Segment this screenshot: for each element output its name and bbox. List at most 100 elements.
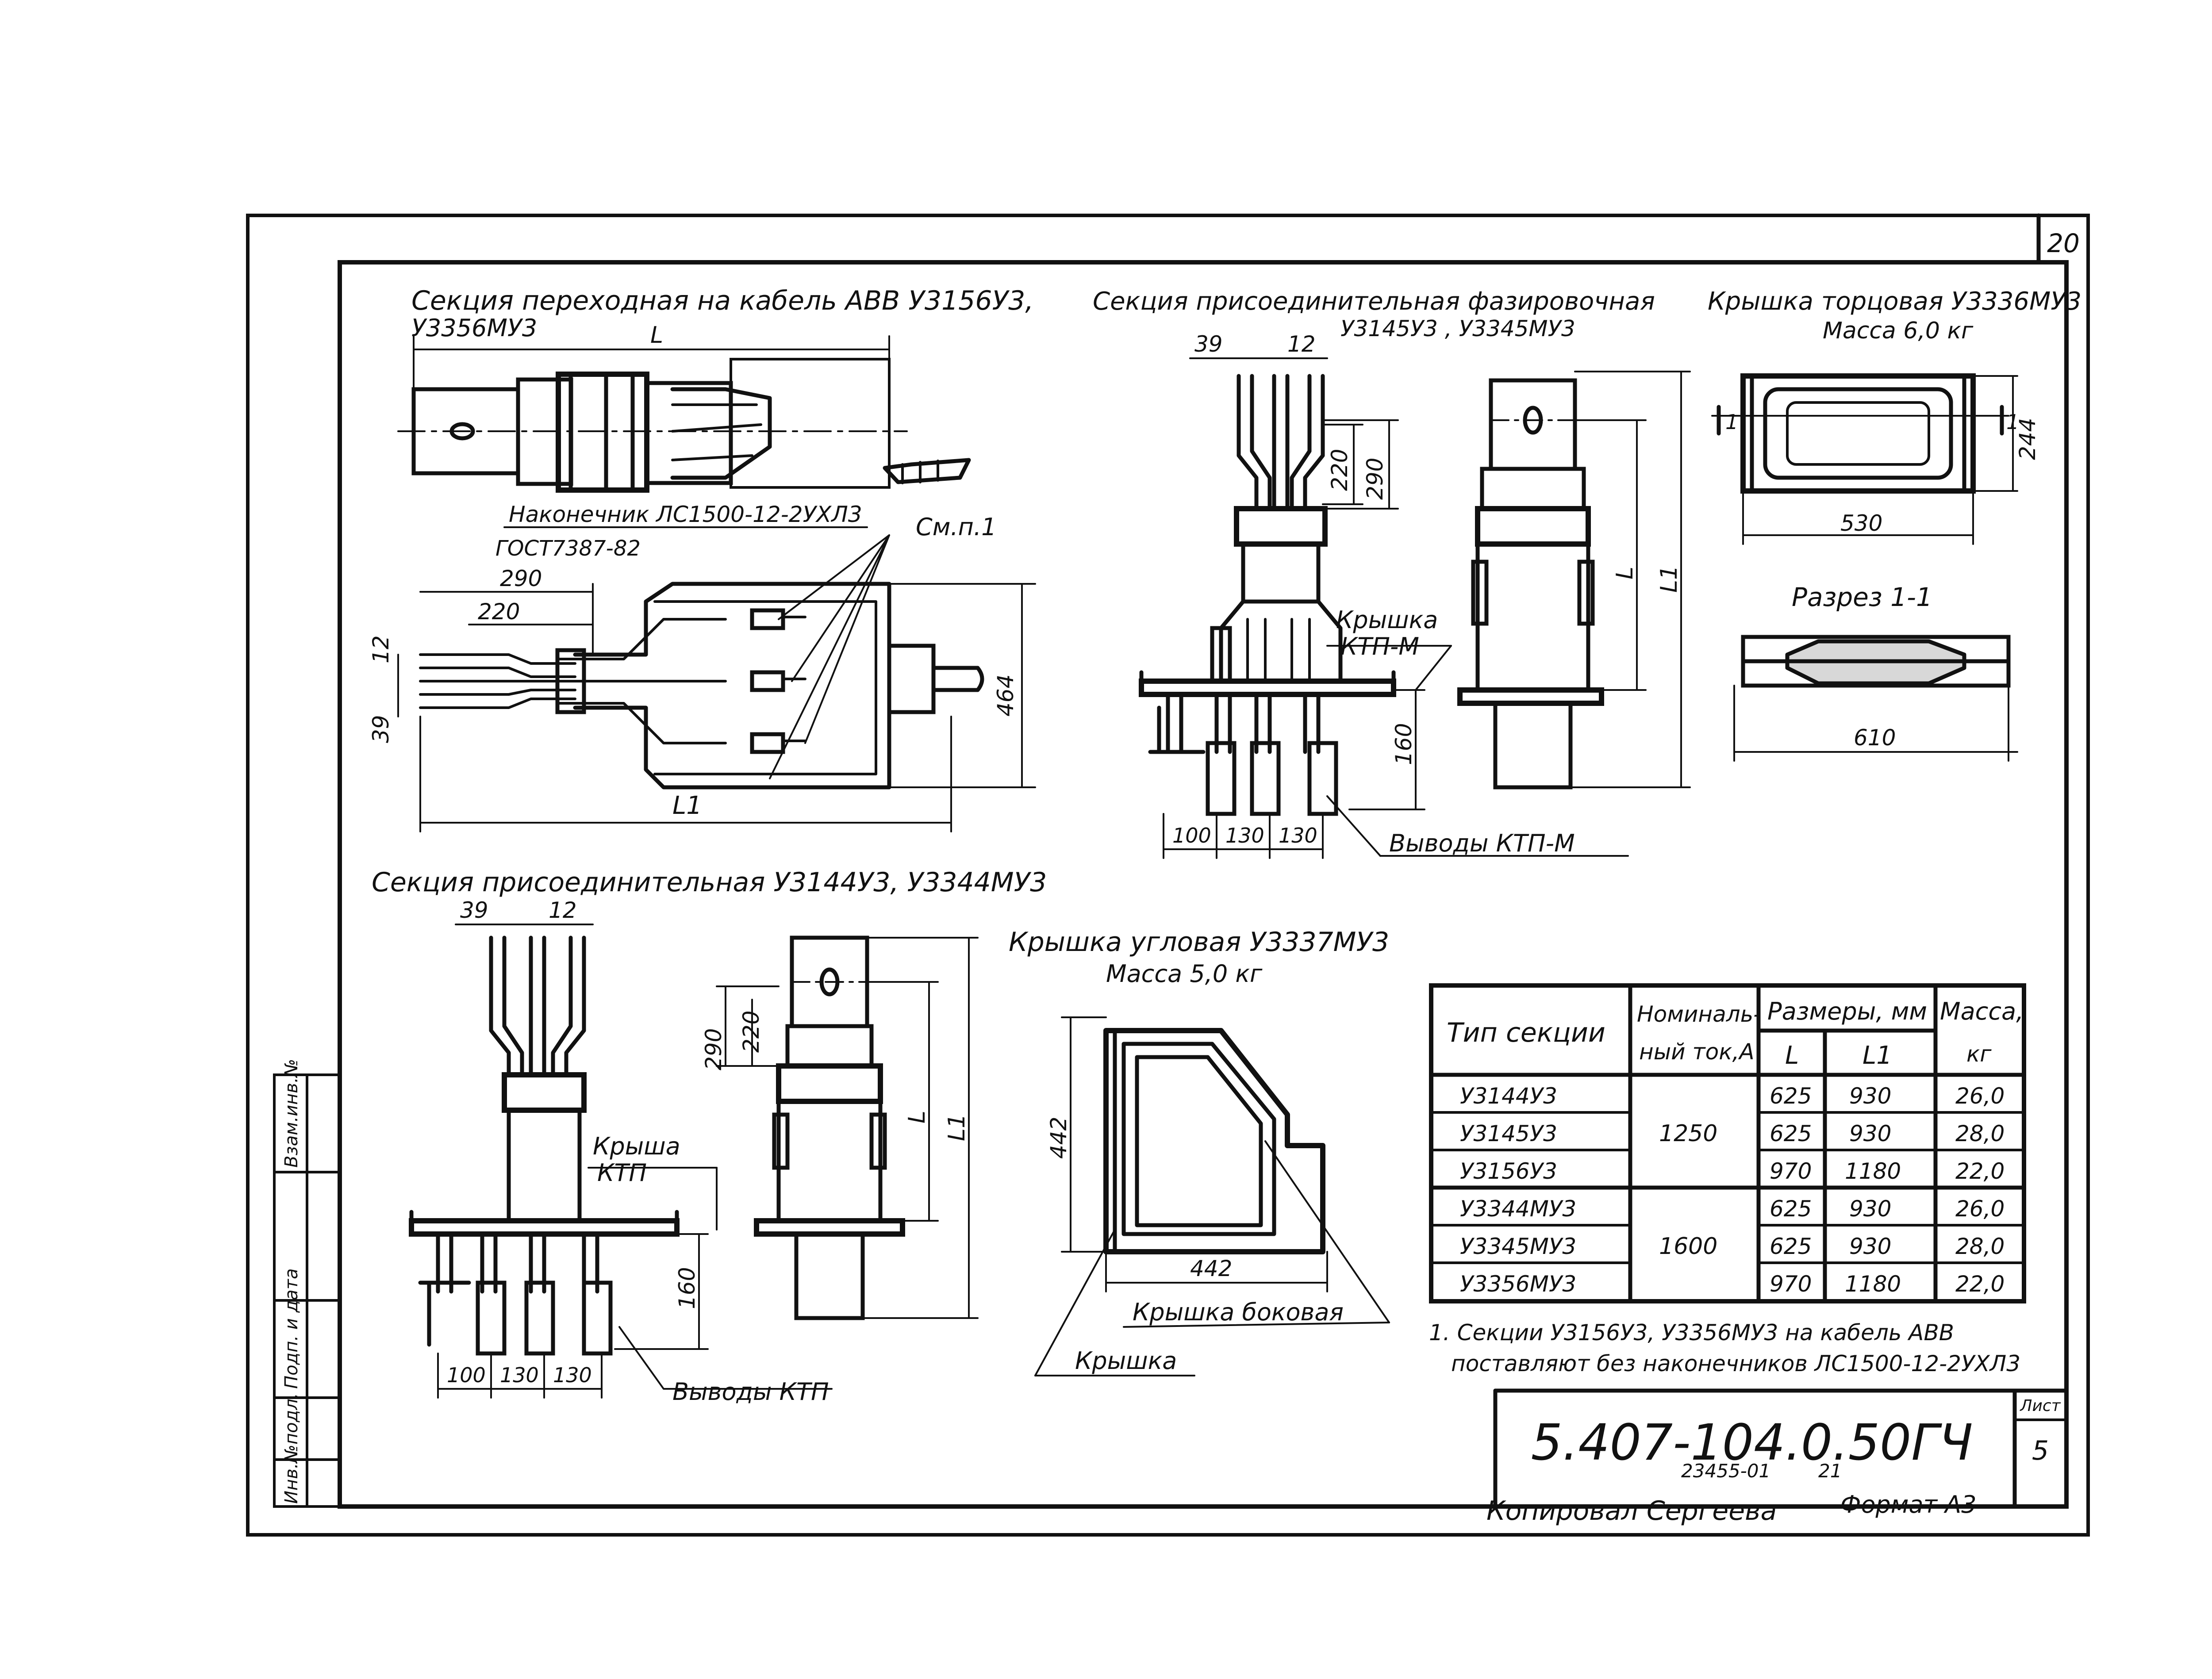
dim-transition-l: L bbox=[650, 322, 663, 349]
dim-transition-464: 464 bbox=[993, 675, 1018, 717]
dim-transition-12: 12 bbox=[368, 635, 394, 663]
table-cell-l: 970 bbox=[1770, 1271, 1812, 1297]
table-cell-type: У3356МУ3 bbox=[1460, 1271, 1576, 1297]
end-cover-title: Крышка торцовая У3336МУ3 bbox=[1708, 287, 2081, 316]
table-header-l: L bbox=[1785, 1041, 1799, 1070]
dim-phasing-130a: 130 bbox=[1225, 824, 1264, 847]
paper-format: Формат А3 bbox=[1840, 1491, 1977, 1518]
table-cell-mass: 26,0 bbox=[1955, 1196, 2005, 1222]
table-row: У3344МУ3 625 930 26,0 bbox=[1460, 1196, 2005, 1222]
dim-connecting-290: 290 bbox=[701, 1028, 726, 1070]
corner-side-label: Крышка боковая bbox=[1133, 1298, 1344, 1326]
dim-connecting-39: 39 bbox=[460, 897, 488, 923]
table-cell-mass: 28,0 bbox=[1955, 1121, 2005, 1146]
table-header-mass: Масса, bbox=[1940, 997, 2024, 1025]
dim-end-cover-610: 610 bbox=[1854, 725, 1896, 751]
connecting-cover-label-1: Крыша bbox=[593, 1132, 680, 1160]
connecting-terminals-label: Выводы КТП bbox=[672, 1378, 829, 1406]
note-line-1: 1. Секции У3156У3, У3356МУ3 на кабель АВ… bbox=[1429, 1320, 1954, 1346]
table-cell-mass: 28,0 bbox=[1955, 1234, 2005, 1259]
section-table bbox=[1429, 983, 2026, 1303]
dim-phasing-39: 39 bbox=[1194, 331, 1223, 357]
table-cell-type: У3156У3 bbox=[1460, 1158, 1557, 1184]
phasing-cover-label-2: КТП-М bbox=[1340, 632, 1419, 660]
dim-transition-l1: L1 bbox=[672, 791, 702, 820]
table-row: У3145У3 625 930 28,0 bbox=[1460, 1121, 2005, 1146]
dim-corner-442-vert: 442 bbox=[1046, 1117, 1071, 1159]
table-cell-l: 625 bbox=[1770, 1234, 1812, 1259]
view-end-cover: 1 1 244 530 610 bbox=[1711, 373, 2040, 762]
corner-cover-title: Крышка угловая У3337МУ3 bbox=[1009, 927, 1389, 958]
table-cell-l1: 930 bbox=[1849, 1083, 1891, 1109]
table-cell-type: У3344МУ3 bbox=[1460, 1196, 1576, 1222]
dim-end-cover-530: 530 bbox=[1840, 510, 1882, 536]
table-cell-l1: 930 bbox=[1849, 1196, 1891, 1222]
table-cell-l1: 930 bbox=[1849, 1234, 1891, 1259]
table-header-current-1: Номиналь- bbox=[1637, 1001, 1761, 1027]
sheet-number: 5 bbox=[2032, 1435, 2049, 1466]
table-cell-l: 625 bbox=[1770, 1121, 1812, 1146]
dim-phasing-160: 160 bbox=[1391, 723, 1417, 765]
dim-phasing-l: L bbox=[1612, 567, 1638, 579]
note-line-2: поставляют без наконечников ЛС1500-12-2У… bbox=[1451, 1351, 2020, 1376]
dim-phasing-220: 220 bbox=[1327, 449, 1352, 491]
stamp-inv-label: Инв.№подл. bbox=[281, 1393, 302, 1504]
dim-connecting-220: 220 bbox=[738, 1011, 764, 1053]
table-row: У3156У3 970 1180 22,0 bbox=[1460, 1158, 2005, 1184]
table-header-dims: Размеры, мм bbox=[1767, 997, 1927, 1025]
dim-connecting-l1: L1 bbox=[944, 1114, 970, 1141]
transition-title-2: У3356МУ3 bbox=[411, 314, 537, 342]
tip-gost: ГОСТ7387-82 bbox=[495, 536, 641, 561]
dim-transition-290: 290 bbox=[500, 566, 542, 591]
archive-page: 21 bbox=[1818, 1460, 1842, 1482]
stamp-sign-label: Подп. и дата bbox=[281, 1269, 302, 1389]
connecting-cover-label-2: КТП bbox=[597, 1159, 647, 1187]
dim-connecting-130b: 130 bbox=[553, 1363, 592, 1387]
end-cover-mass: Масса 6,0 кг bbox=[1823, 318, 1974, 344]
table-cell-l1: 1180 bbox=[1845, 1271, 1901, 1297]
connecting-title: Секция присоединительная У3144У3, У3344М… bbox=[372, 867, 1047, 898]
stamp-replace-label: Взам.инв.№ bbox=[281, 1059, 302, 1168]
dim-phasing-l1: L1 bbox=[1656, 565, 1682, 593]
dim-phasing-290: 290 bbox=[1362, 458, 1388, 500]
table-cell-type: У3144У3 bbox=[1460, 1083, 1557, 1109]
table-header-mass-unit: кг bbox=[1966, 1041, 1992, 1067]
view-transition-section: L См.п.1 Наконечник ЛС1500-12-2УХЛ3 ГОСТ… bbox=[368, 322, 1036, 832]
end-cover-mark-left: 1 bbox=[1725, 410, 1738, 434]
table-cell-mass: 22,0 bbox=[1955, 1271, 2005, 1297]
dim-connecting-130a: 130 bbox=[500, 1363, 539, 1387]
phasing-title-2: У3145У3 , У3345МУ3 bbox=[1340, 316, 1575, 341]
corner-cover-label: Крышка bbox=[1075, 1347, 1177, 1375]
dim-end-cover-244: 244 bbox=[2015, 418, 2040, 460]
archive-number: 23455-01 bbox=[1681, 1460, 1770, 1482]
dim-corner-442-horiz: 442 bbox=[1190, 1256, 1232, 1281]
table-current-group-1600: 1600 bbox=[1659, 1233, 1717, 1260]
table-row: У3144У3 625 930 26,0 bbox=[1460, 1083, 2005, 1109]
table-cell-l: 970 bbox=[1770, 1158, 1812, 1184]
see-note-ref: См.п.1 bbox=[916, 513, 996, 541]
table-cell-mass: 22,0 bbox=[1955, 1158, 2005, 1184]
dim-connecting-160: 160 bbox=[674, 1267, 700, 1309]
drawing-designation: 5.407-104.0.50ГЧ bbox=[1531, 1414, 1973, 1472]
table-current-group-1250: 1250 bbox=[1659, 1120, 1717, 1147]
end-cover-section-title: Разрез 1-1 bbox=[1792, 582, 1932, 612]
table-cell-l: 625 bbox=[1770, 1083, 1812, 1109]
copied-by: Копировал Сергеева bbox=[1486, 1495, 1777, 1526]
page-number: 20 bbox=[2047, 228, 2080, 258]
view-corner-cover: 442 442 Крышка боковая Крышка bbox=[1034, 1016, 1390, 1376]
tip-label: Наконечник ЛС1500-12-2УХЛ3 bbox=[509, 502, 862, 527]
table-row: У3345МУ3 625 930 28,0 bbox=[1460, 1234, 2005, 1259]
table-cell-type: У3145У3 bbox=[1460, 1121, 1557, 1146]
dim-transition-220: 220 bbox=[478, 599, 520, 625]
table-cell-l1: 1180 bbox=[1845, 1158, 1901, 1184]
table-row: У3356МУ3 970 1180 22,0 bbox=[1460, 1271, 2005, 1297]
table-header-type: Тип секции bbox=[1447, 1017, 1605, 1048]
table-header-l1: L1 bbox=[1863, 1041, 1892, 1070]
dim-phasing-130b: 130 bbox=[1279, 824, 1317, 847]
table-cell-l: 625 bbox=[1770, 1196, 1812, 1222]
phasing-cover-label-1: Крышка bbox=[1336, 606, 1438, 634]
dim-connecting-l: L bbox=[904, 1111, 930, 1123]
transition-title-1: Секция переходная на кабель АВВ У3156У3, bbox=[411, 285, 1033, 316]
dim-phasing-12: 12 bbox=[1287, 331, 1316, 357]
